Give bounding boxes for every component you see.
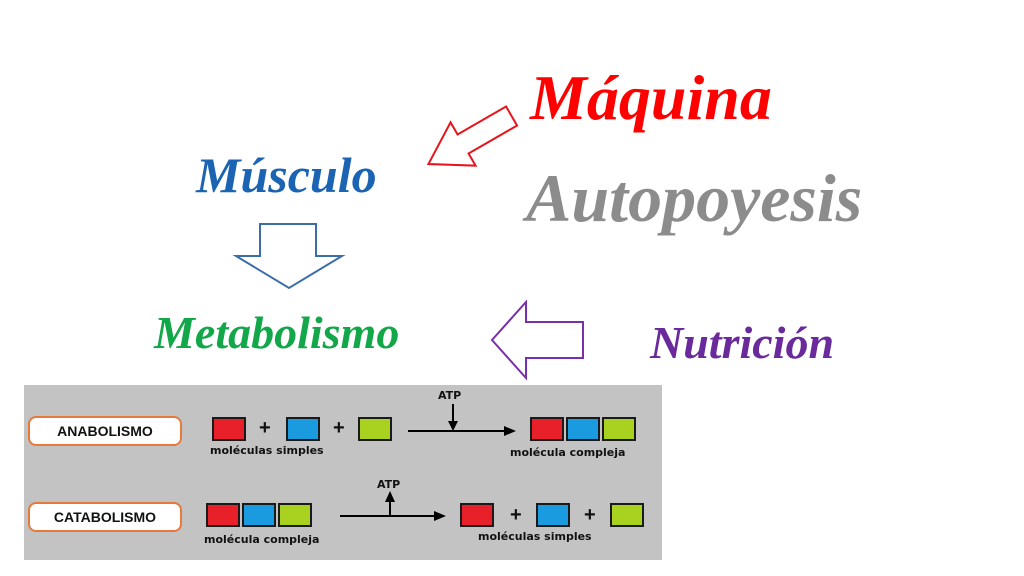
blue-block xyxy=(536,503,570,527)
red-block xyxy=(212,417,246,441)
red-block xyxy=(530,417,564,441)
blue-down-arrow-icon xyxy=(232,223,346,290)
blue-block xyxy=(286,417,320,441)
red-arrow-icon xyxy=(426,105,519,167)
blue-block xyxy=(566,417,600,441)
plus-sign: + xyxy=(259,417,271,439)
red-block xyxy=(206,503,240,527)
anabolismo-label: ANABOLISMO xyxy=(28,416,182,446)
red-block xyxy=(460,503,494,527)
green-block xyxy=(358,417,392,441)
anabolismo-product-label: molécula compleja xyxy=(510,446,626,459)
word-musculo: Músculo xyxy=(196,147,377,203)
catabolismo-label: CATABOLISMO xyxy=(28,502,182,532)
catabolismo-product-label: moléculas simples xyxy=(478,530,592,543)
blue-block xyxy=(242,503,276,527)
plus-sign: + xyxy=(333,417,345,439)
anabolismo-reaction-arrow-icon xyxy=(408,404,516,436)
metabolism-panel: ANABOLISMO + + moléculas simples ATP mol… xyxy=(24,385,662,560)
plus-sign: + xyxy=(584,504,596,526)
green-block xyxy=(278,503,312,527)
plus-sign: + xyxy=(510,504,522,526)
anabolismo-reactant-label: moléculas simples xyxy=(210,444,324,457)
anabolismo-atp-label: ATP xyxy=(438,389,462,402)
purple-left-arrow-icon xyxy=(490,299,584,381)
green-block xyxy=(602,417,636,441)
word-autopoyesis: Autopoyesis xyxy=(526,160,863,236)
catabolismo-reaction-arrow-icon xyxy=(340,491,446,521)
green-block xyxy=(610,503,644,527)
catabolismo-atp-label: ATP xyxy=(377,478,401,491)
word-maquina: Máquina xyxy=(530,62,772,133)
catabolismo-reactant-label: molécula compleja xyxy=(204,533,320,546)
word-metabolismo: Metabolismo xyxy=(154,307,400,358)
word-nutricion: Nutrición xyxy=(650,317,835,368)
